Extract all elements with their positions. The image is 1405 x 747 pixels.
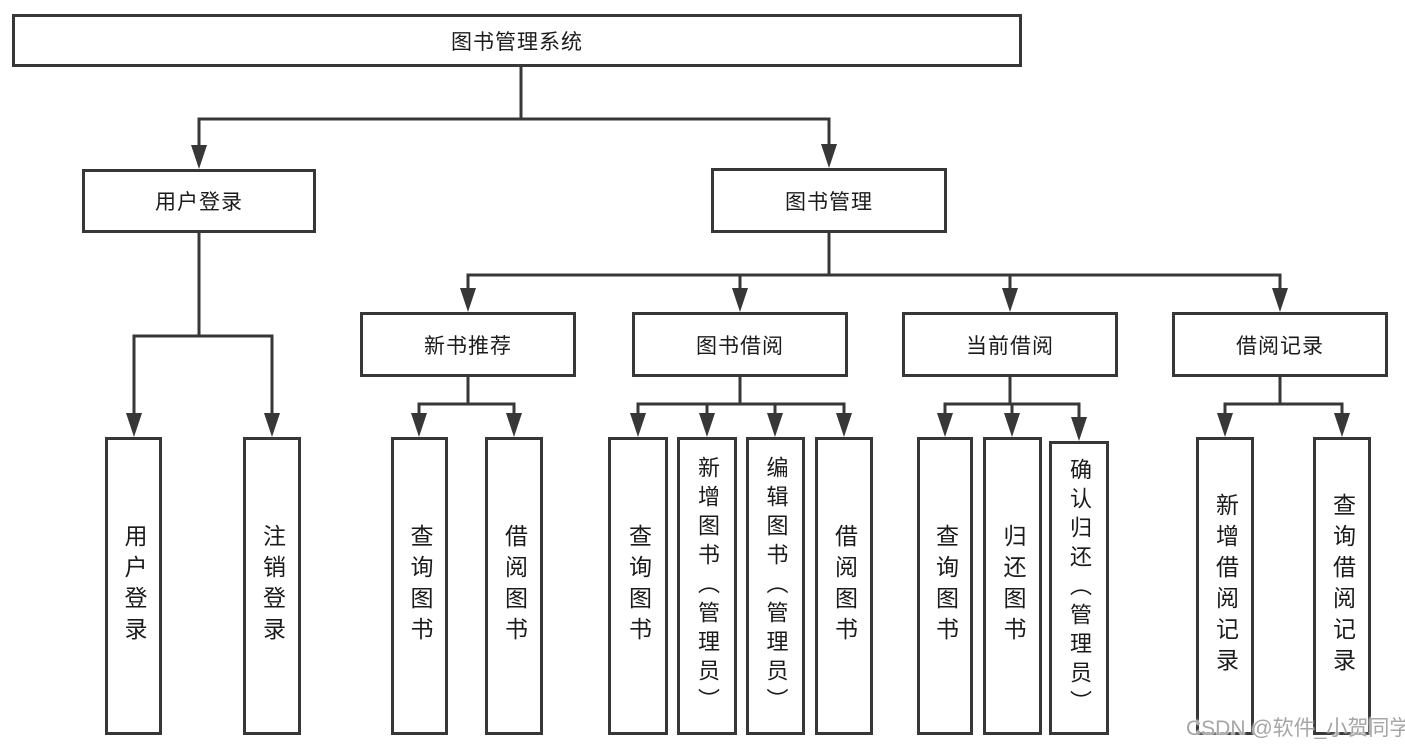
watermark-text: CSDN @软件_小贺同学 (1186, 717, 1405, 740)
node-label: 新增图书（管理员） (695, 455, 720, 717)
leaf-confirm-return-admin: 确认归还（管理员） (1049, 441, 1109, 735)
node-label: 查询借阅记录 (1329, 493, 1356, 679)
arrow-down-icon (506, 413, 522, 437)
arrow-down-icon (767, 413, 783, 437)
node-label: 注销登录 (259, 524, 286, 648)
arrow-down-icon (264, 413, 280, 437)
node-label: 查询图书 (407, 524, 433, 648)
arrow-down-icon (411, 413, 427, 437)
arrow-down-icon (126, 413, 142, 437)
node-current-borrowing: 当前借阅 (902, 312, 1118, 377)
leaf-borrow-books: 借阅图书 (815, 437, 873, 735)
node-label: 新书推荐 (424, 334, 512, 358)
leaf-logout: 注销登录 (243, 437, 301, 735)
leaf-query-borrow-record: 查询借阅记录 (1313, 437, 1371, 735)
arrow-down-icon (1334, 413, 1350, 437)
arrow-down-icon (191, 145, 207, 169)
leaf-borrow-books-recommend: 借阅图书 (485, 437, 543, 735)
arrow-down-icon (937, 413, 953, 437)
connector-path (132, 64, 1344, 422)
node-label: 借阅图书 (501, 524, 528, 648)
node-label: 编辑图书（管理员） (763, 455, 789, 717)
node-library-system: 图书管理系统 (12, 14, 1022, 67)
arrow-down-icon (630, 413, 646, 437)
node-new-book-recommend: 新书推荐 (360, 312, 576, 377)
leaf-query-books-borrow: 查询图书 (608, 437, 668, 735)
node-label: 当前借阅 (966, 334, 1054, 358)
arrow-down-icon (699, 413, 715, 437)
node-label: 查询图书 (932, 524, 959, 648)
node-label: 新增借阅记录 (1212, 493, 1239, 679)
node-label: 查询图书 (625, 524, 652, 648)
arrow-down-icon (1217, 413, 1233, 437)
node-borrow-records: 借阅记录 (1172, 312, 1388, 377)
arrow-down-icon (1071, 417, 1087, 441)
arrow-down-icon (1272, 288, 1288, 312)
leaf-edit-books-admin: 编辑图书（管理员） (746, 437, 805, 735)
leaf-user-login: 用户登录 (105, 437, 162, 735)
leaf-query-books-current: 查询图书 (917, 437, 973, 735)
node-label: 借阅记录 (1236, 334, 1324, 358)
arrow-down-icon (732, 288, 748, 312)
node-label: 用户登录 (121, 524, 147, 648)
arrow-down-icon (1002, 288, 1018, 312)
node-label: 归还图书 (1000, 524, 1026, 648)
leaf-query-books-recommend: 查询图书 (391, 437, 448, 735)
node-label: 图书管理系统 (451, 30, 583, 54)
node-label: 用户登录 (155, 191, 243, 214)
leaf-add-borrow-record: 新增借阅记录 (1196, 437, 1254, 735)
arrow-down-icon (460, 288, 476, 312)
node-label: 借阅图书 (831, 524, 858, 648)
arrow-down-icon (836, 413, 852, 437)
arrow-down-icon (1004, 413, 1020, 437)
node-label: 图书管理 (785, 190, 873, 214)
node-label: 确认归还（管理员） (1067, 457, 1092, 719)
arrow-down-icon (821, 144, 837, 168)
node-label: 图书借阅 (696, 334, 784, 358)
node-user-login: 用户登录 (82, 169, 316, 233)
node-book-management: 图书管理 (711, 168, 947, 233)
leaf-return-books: 归还图书 (983, 437, 1042, 735)
arrowheads (126, 144, 1350, 441)
leaf-add-books-admin: 新增图书（管理员） (677, 437, 737, 735)
node-book-borrowing: 图书借阅 (632, 312, 848, 377)
